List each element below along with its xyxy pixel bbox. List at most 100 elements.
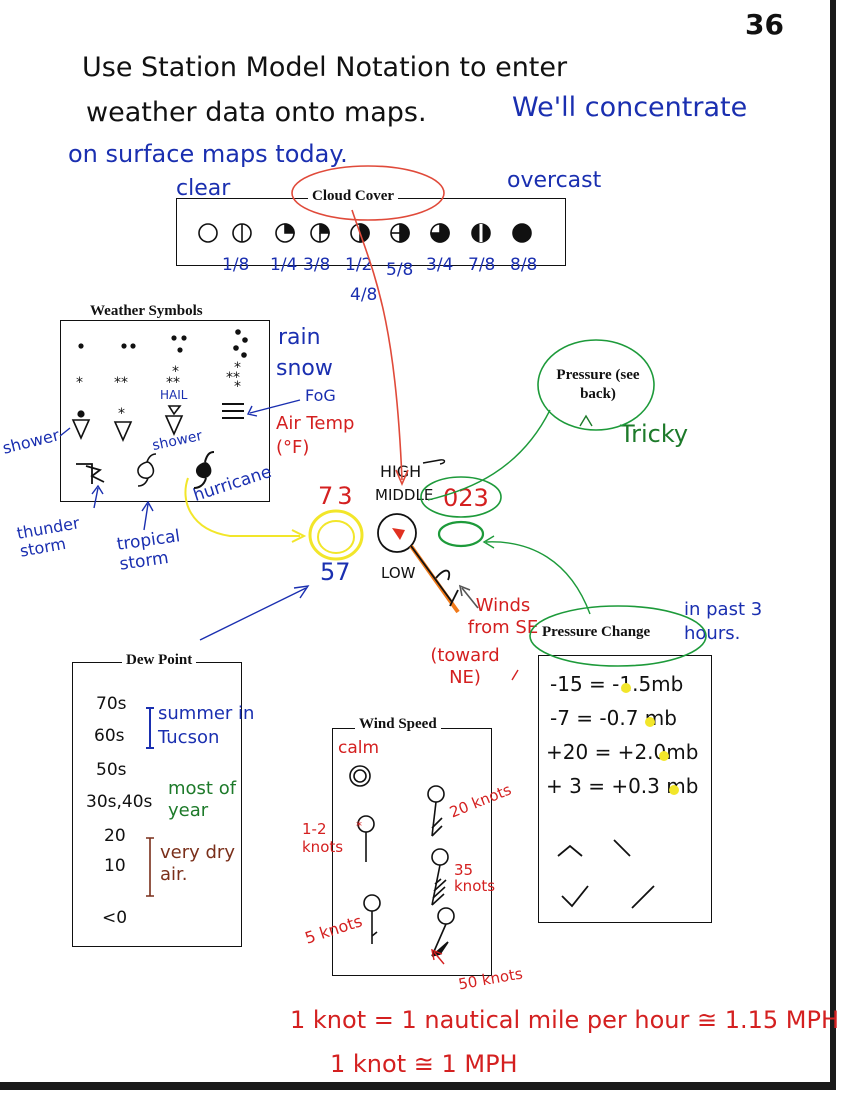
cloud-fraction-6: 3/4: [426, 255, 454, 275]
svg-text:*: *: [118, 406, 125, 422]
cloud-0-8-icon: [198, 223, 218, 243]
cloud-3-8-icon: [310, 223, 330, 243]
cloud-middle-label: MIDDLE: [375, 486, 434, 504]
svg-text:*: *: [172, 364, 179, 380]
cloud-cover-symbols: [198, 223, 532, 243]
label-hail: HAIL: [160, 388, 188, 402]
thunderstorm-icon: [76, 463, 105, 484]
cloud-fraction-2: 1/4: [270, 255, 298, 275]
cloud-fraction-5: 5/8: [386, 260, 414, 280]
wind-calm-label: calm: [338, 738, 380, 758]
tricky-label: Tricky: [620, 420, 689, 448]
cloud-overcast-label: overcast: [507, 168, 602, 193]
hail-icon: [167, 405, 182, 416]
pressure-label: Pressure (see back): [556, 367, 640, 402]
temp-arrow: [184, 477, 300, 537]
pressure-change-row-2: -7 = -0.7 mb: [550, 706, 677, 730]
wind-barb: [435, 569, 451, 581]
pressure-tendency-symbols: [557, 839, 655, 909]
svg-text:*: *: [234, 379, 241, 395]
cloud-fraction-3: 3/8: [303, 255, 331, 275]
dew-row-30s40s: 30s,40s: [86, 792, 153, 812]
cloud-cover-title: Cloud Cover: [308, 188, 399, 205]
cloud-clear-label: clear: [176, 176, 231, 201]
air-temp-label: Air Temp (°F): [276, 413, 355, 458]
dew-row-70s: 70s: [96, 694, 127, 714]
pressure-change-row-3: +20 = +2.0mb: [546, 740, 699, 764]
cloud-high-label: HIGH: [380, 462, 422, 481]
pressure-code-highlight: [420, 476, 502, 518]
wind-shaft: [410, 545, 453, 603]
wind-35-label: 35 knots: [454, 861, 496, 895]
label-fog: FoG: [305, 386, 336, 405]
pressure-change-title: Pressure Change: [538, 624, 655, 641]
wind-50-icon: [431, 907, 455, 957]
pressure-change-row-1: -15 = -1.5mb: [550, 672, 684, 696]
station-temp: 73: [318, 482, 357, 510]
cloud-cover-highlight: [291, 165, 445, 221]
wind-35-icon: [431, 848, 449, 906]
svg-text:*: *: [356, 819, 362, 833]
wind-20-icon: [427, 785, 445, 837]
cloud-1-8-icon: [232, 223, 252, 243]
cloud-fraction-1: 1/8: [222, 255, 250, 275]
cloud-cover-arrow: [351, 209, 403, 481]
footer-line-1: 1 knot = 1 nautical mile per hour ≅ 1.15…: [290, 1006, 840, 1034]
dew-row-50s: 50s: [96, 760, 127, 780]
station-circle: [377, 513, 417, 553]
snow-symbols: * ** *** ****: [76, 360, 241, 395]
page-border: [0, 0, 836, 1090]
cloud-low-label: LOW: [381, 564, 416, 582]
dew-most-note: most of year: [168, 778, 237, 821]
intro-line-3: on surface maps today.: [68, 140, 348, 168]
wind-speed-title: Wind Speed: [355, 716, 441, 733]
dew-row-10: 10: [104, 856, 126, 876]
intro-line-1: Use Station Model Notation to enter: [82, 52, 568, 83]
dew-summer-note: summer in Tucson: [158, 703, 255, 748]
dew-dry-note: very dry air.: [160, 842, 235, 885]
cloud-fraction-8: 8/8: [510, 255, 538, 275]
wind-1-2-icon: [357, 815, 375, 862]
weather-symbols-box: [60, 320, 270, 502]
fog-icon: [222, 403, 244, 419]
intro-line-2a: weather data onto maps.: [86, 97, 427, 128]
temp-dew-highlight: [308, 509, 364, 561]
pressure-change-note: in past 3 hours.: [684, 599, 763, 644]
pressure-change-highlight: [529, 605, 707, 667]
hurricane-icon: [195, 462, 212, 479]
decimal-highlights: [621, 683, 679, 795]
dew-row-20: 20: [104, 826, 126, 846]
shower-symbols: *: [71, 405, 184, 442]
wind-1-2-label: 1-2 knots: [302, 820, 344, 856]
page-number: 36: [745, 8, 784, 41]
pressure-ellipse: [537, 339, 655, 431]
label-snow: snow: [276, 356, 333, 381]
fog-arrow: [249, 399, 301, 414]
station-wind-arrowhead: [392, 528, 405, 540]
winds-note: Winds from SE: [467, 595, 539, 638]
cloud-6-8-icon: [430, 223, 450, 243]
cloud-5-8-icon: [390, 223, 410, 243]
svg-text:**: **: [226, 370, 240, 386]
wind-calm-icon: [349, 765, 371, 787]
footer-line-2: 1 knot ≅ 1 MPH: [330, 1050, 518, 1078]
dew-row-60s: 60s: [94, 726, 125, 746]
toward-note: (toward NE): [430, 645, 500, 688]
svg-text:**: **: [114, 375, 128, 391]
cloud-fraction-extra: 4/8: [350, 285, 378, 305]
cloud-7-8-icon: [471, 223, 491, 243]
svg-text:*: *: [234, 360, 241, 376]
svg-text:*: *: [76, 375, 83, 391]
dew-point-title: Dew Point: [122, 652, 197, 669]
label-rain: rain: [278, 325, 321, 350]
rain-symbols: [78, 329, 248, 358]
svg-text:**: **: [166, 375, 180, 391]
weather-symbols-title: Weather Symbols: [86, 303, 207, 320]
pressure-change-box: [538, 655, 712, 923]
dew-point-arrow: [199, 587, 307, 641]
pressure-change-slot: [437, 520, 485, 548]
cloud-fraction-7: 7/8: [468, 255, 496, 275]
tropical-storm-icon: [137, 453, 157, 487]
station-dewpoint: 57: [320, 558, 351, 586]
